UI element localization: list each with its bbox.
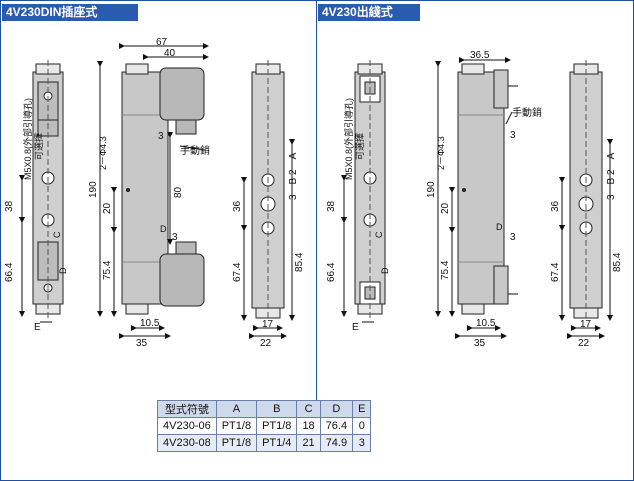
mounting-hole-note: 可選擇 <box>33 133 44 160</box>
r-hole-2-phi: 2－Φ4.3 <box>436 136 446 170</box>
right-panel-title: 4V230出綫式 <box>318 4 420 21</box>
port-3-lower: 3 <box>172 232 178 243</box>
cell-e: 3 <box>352 434 372 452</box>
table-row: 4V230-06 PT1/8 PT1/8 18 76.4 0 <box>157 417 372 435</box>
r-mounting-hole-note: 可選擇 <box>354 133 365 160</box>
end-dim-36: 36 <box>232 200 243 212</box>
r-manual-override-label: 手動銷 <box>512 106 542 119</box>
r-end-dim-36: 36 <box>550 200 561 212</box>
r-dim-20: 20 <box>440 202 451 214</box>
solenoid-coil-icon <box>159 253 205 307</box>
end-dim-22: 22 <box>260 338 272 349</box>
r-dim-35: 35 <box>474 338 486 349</box>
table-row: 4V230-08 PT1/8 PT1/4 21 74.9 3 <box>157 434 372 452</box>
r-end-dim-67-4: 67.4 <box>550 262 561 282</box>
port-d-label: D <box>58 267 68 274</box>
r-dim-66-4: 66.4 <box>326 262 337 282</box>
cell-c: 21 <box>296 434 321 452</box>
dim-35: 35 <box>136 338 148 349</box>
col-d: D <box>319 400 354 418</box>
r-mounting-hole-label: M5X0.8(外部引導孔) <box>343 98 354 180</box>
cell-a: PT1/8 <box>215 417 258 435</box>
r-port-3-lower: 3 <box>510 232 516 243</box>
technical-drawing: 38 66.4 E C D M5X0.8(外部引導孔) 可選擇 67 40 19… <box>4 37 623 349</box>
manual-override-label: 手動銷 <box>180 144 210 157</box>
panel-divider <box>316 0 317 400</box>
dim-66-4: 66.4 <box>4 262 15 282</box>
col-c: C <box>296 400 321 418</box>
r-dim-36-5: 36.5 <box>470 50 490 61</box>
port-c-label: C <box>52 231 62 238</box>
spec-header-row: 型式符號 A B C D E <box>157 400 372 418</box>
manual-override-icon <box>505 111 513 125</box>
end-dim-17: 17 <box>262 319 274 330</box>
ports-3b-2a: 3－B 2－A <box>288 152 299 200</box>
r-dim-38: 38 <box>326 200 337 212</box>
r-end-dim-85-4: 85.4 <box>612 252 623 272</box>
cell-d: 76.4 <box>319 417 354 435</box>
port-e-label: E <box>34 322 41 333</box>
dim-10-5: 10.5 <box>140 318 160 329</box>
mounting-hole-label: M5X0.8(外部引導孔) <box>22 98 33 180</box>
cell-e: 0 <box>352 417 372 435</box>
dim-190: 190 <box>88 181 99 198</box>
spec-table: 型式符號 A B C D E 4V230-06 PT1/8 PT1/8 18 7… <box>157 400 372 452</box>
r-port-3-upper: 3 <box>510 130 516 141</box>
dim-67: 67 <box>156 37 168 48</box>
manual-override-icon <box>179 145 206 151</box>
cell-model: 4V230-08 <box>157 434 217 452</box>
cell-b: PT1/4 <box>256 434 298 452</box>
col-model: 型式符號 <box>157 400 217 418</box>
left-front-view <box>97 43 209 339</box>
r-port-e-label: E <box>352 322 359 333</box>
dim-75-4: 75.4 <box>102 260 113 280</box>
dim-20: 20 <box>102 202 113 214</box>
end-dim-85-4: 85.4 <box>294 252 305 272</box>
r-port-c-label: C <box>374 231 384 238</box>
right-side-view <box>341 60 386 323</box>
r-ports-3b-2a: 3－B 2－A <box>606 152 617 200</box>
r-end-dim-17: 17 <box>580 319 592 330</box>
port-3-upper: 3 <box>158 131 164 142</box>
cell-model: 4V230-06 <box>157 417 217 435</box>
r-port-d-front: D <box>496 222 503 232</box>
solenoid-coil-icon <box>159 67 205 121</box>
r-port-d-label: D <box>380 267 390 274</box>
r-dim-75-4: 75.4 <box>440 260 451 280</box>
cell-d: 74.9 <box>319 434 354 452</box>
col-b: B <box>256 400 298 418</box>
right-front-view <box>435 57 518 339</box>
dim-80: 80 <box>173 186 184 198</box>
r-dim-190: 190 <box>426 181 437 198</box>
left-panel-title: 4V230DIN插座式 <box>2 4 138 21</box>
dim-38: 38 <box>4 200 15 212</box>
end-dim-67-4: 67.4 <box>232 262 243 282</box>
port-d-front: D <box>160 224 167 234</box>
right-end-view <box>559 60 613 339</box>
r-end-dim-22: 22 <box>578 338 590 349</box>
r-dim-10-5: 10.5 <box>476 318 496 329</box>
dim-40: 40 <box>164 48 176 59</box>
hole-2-phi: 2－Φ4.3 <box>98 136 108 170</box>
col-a: A <box>215 400 258 418</box>
left-side-view <box>19 60 64 323</box>
col-e: E <box>352 400 372 418</box>
cell-b: PT1/8 <box>256 417 298 435</box>
left-end-view <box>241 60 295 339</box>
cell-c: 18 <box>296 417 321 435</box>
cell-a: PT1/8 <box>215 434 258 452</box>
